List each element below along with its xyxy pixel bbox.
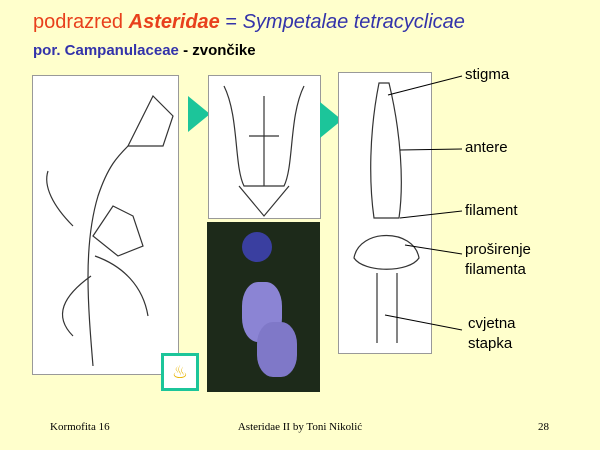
label-filament: filament <box>465 202 518 219</box>
title-equals: = <box>219 11 243 33</box>
title-taxon: Asteridae <box>128 11 220 33</box>
label-line: proširenje <box>465 241 531 258</box>
torch-icon: ♨ <box>171 361 189 382</box>
arrow-right-icon <box>320 102 342 138</box>
flower-section-drawing <box>208 75 321 219</box>
family-name: por. Campanulaceae <box>33 42 179 59</box>
torch-action-button[interactable]: ♨ <box>161 353 199 391</box>
plant-drawing <box>32 75 179 375</box>
flower-section-illustration <box>223 85 305 217</box>
stamen-illustration <box>353 82 420 343</box>
campanula-photo <box>207 222 320 392</box>
arrow-right-icon <box>188 96 210 132</box>
label-prosirenje: proširenje filamenta <box>465 240 531 280</box>
label-line: filamenta <box>465 261 526 278</box>
label-antere: antere <box>465 139 508 156</box>
slide-title: podrazred Asteridae = Sympetalae tetracy… <box>33 11 465 34</box>
common-name: - zvončike <box>178 42 256 59</box>
slide-number: 28 <box>538 421 549 433</box>
footer-center: Asteridae II by Toni Nikolić <box>237 421 363 433</box>
label-stigma: stigma <box>465 66 510 83</box>
label-line: cvjetna <box>468 315 516 332</box>
label-cvjetna-stapka: cvjetna stapka <box>468 314 516 354</box>
title-synonym: Sympetalae tetracyclicae <box>242 11 465 33</box>
footer-left: Kormofita 16 <box>50 421 110 433</box>
slide-subtitle: por. Campanulaceae - zvončike <box>33 42 256 59</box>
title-prefix: podrazred <box>33 11 129 33</box>
campanula-plant-illustration <box>46 94 174 367</box>
label-line: stapka <box>468 335 513 352</box>
stamen-drawing <box>338 72 432 354</box>
